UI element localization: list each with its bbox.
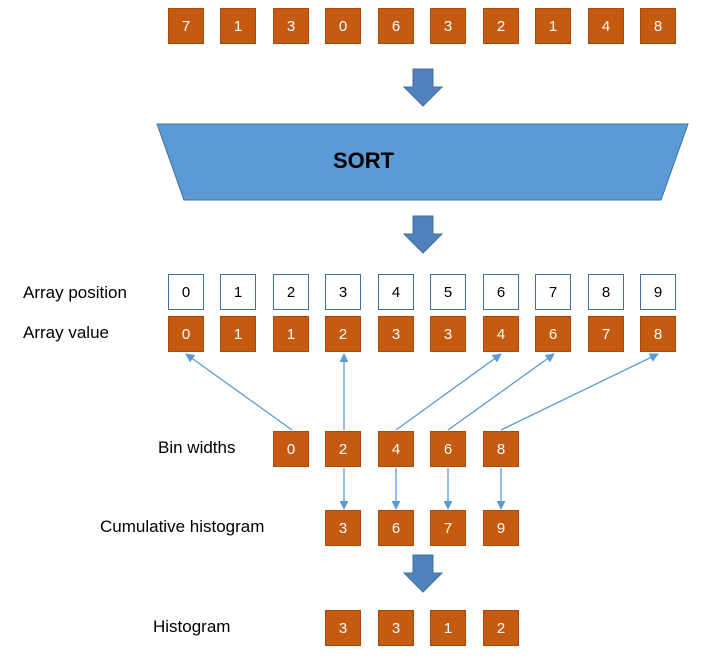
position-cell: 6 xyxy=(483,274,519,310)
sort-label: SORT xyxy=(332,148,395,173)
cumulative-cell: 6 xyxy=(378,510,414,546)
histogram-cell: 1 xyxy=(430,610,466,646)
value-cell: 3 xyxy=(378,316,414,352)
position-cell: 2 xyxy=(273,274,309,310)
array-value-label: Array value xyxy=(23,323,109,342)
position-cell: 5 xyxy=(430,274,466,310)
input-cell: 6 xyxy=(378,8,414,44)
input-cell: 3 xyxy=(273,8,309,44)
input-cell: 4 xyxy=(588,8,624,44)
bin-width-cell: 4 xyxy=(378,431,414,467)
sort-funnel-shape xyxy=(156,123,689,201)
connector-bin6-to-value6 xyxy=(447,353,555,431)
value-cell: 2 xyxy=(325,316,361,352)
bin-width-cell: 0 xyxy=(273,431,309,467)
bin-to-value-connectors xyxy=(185,353,659,431)
value-cell: 3 xyxy=(430,316,466,352)
histogram-cell: 2 xyxy=(483,610,519,646)
cumulative-cell: 9 xyxy=(483,510,519,546)
position-cell: 0 xyxy=(168,274,204,310)
bin-width-cell: 8 xyxy=(483,431,519,467)
value-cell: 1 xyxy=(220,316,256,352)
input-cell: 3 xyxy=(430,8,466,44)
value-cell: 6 xyxy=(535,316,571,352)
cumulative-histogram-label: Cumulative histogram xyxy=(100,517,265,536)
histogram-label: Histogram xyxy=(153,617,231,636)
value-cell: 1 xyxy=(273,316,309,352)
bin-width-cell: 2 xyxy=(325,431,361,467)
bin-width-cell: 6 xyxy=(430,431,466,467)
position-cell: 1 xyxy=(220,274,256,310)
position-cell: 7 xyxy=(535,274,571,310)
connector-bin0-to-value0 xyxy=(185,353,293,431)
value-cell: 0 xyxy=(168,316,204,352)
input-cell: 8 xyxy=(640,8,676,44)
input-cell: 0 xyxy=(325,8,361,44)
down-arrow-3 xyxy=(402,554,444,593)
position-cell: 8 xyxy=(588,274,624,310)
bin-widths-label: Bin widths xyxy=(158,438,236,457)
position-cell: 4 xyxy=(378,274,414,310)
value-cell: 4 xyxy=(483,316,519,352)
position-cell: 9 xyxy=(640,274,676,310)
input-cell: 2 xyxy=(483,8,519,44)
down-arrow-2 xyxy=(402,215,444,254)
cumulative-cell: 7 xyxy=(430,510,466,546)
input-cell: 1 xyxy=(220,8,256,44)
input-cell: 7 xyxy=(168,8,204,44)
position-cell: 3 xyxy=(325,274,361,310)
connector-bin8-to-value8 xyxy=(500,353,659,431)
value-cell: 7 xyxy=(588,316,624,352)
connector-bin4-to-value4 xyxy=(395,353,502,431)
down-arrow-1 xyxy=(402,68,444,107)
histogram-cell: 3 xyxy=(378,610,414,646)
bin-to-cumulative-connectors xyxy=(339,468,506,510)
histogram-cell: 3 xyxy=(325,610,361,646)
value-cell: 8 xyxy=(640,316,676,352)
array-position-label: Array position xyxy=(23,283,127,302)
input-cell: 1 xyxy=(535,8,571,44)
cumulative-cell: 3 xyxy=(325,510,361,546)
